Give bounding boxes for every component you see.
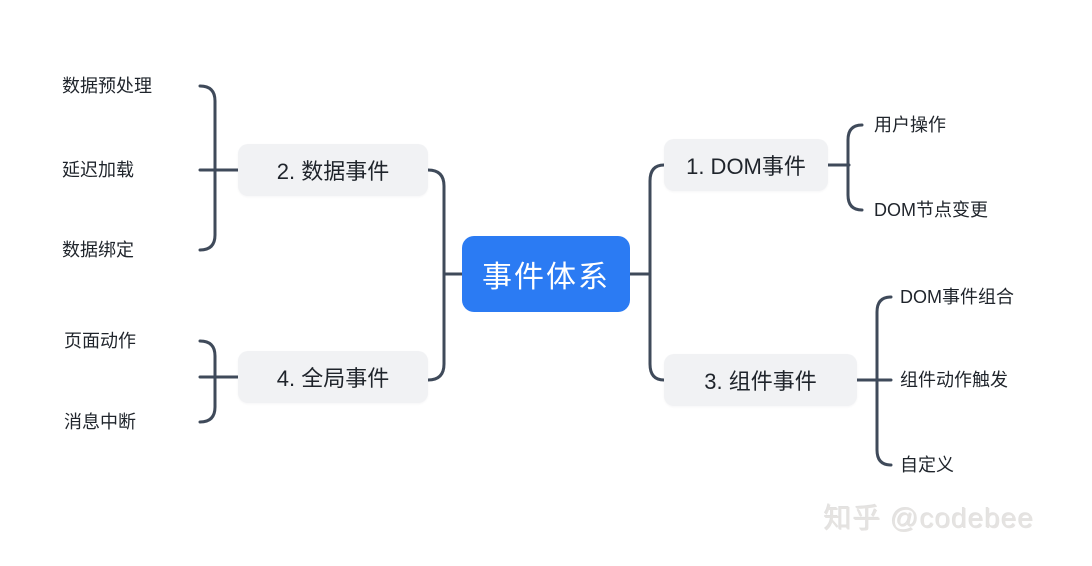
leaf-component-action-trigger[interactable]: 组件动作触发: [900, 370, 1008, 390]
leaf-lazy-load[interactable]: 延迟加载: [62, 160, 134, 180]
leaf-page-action[interactable]: 页面动作: [64, 331, 136, 351]
bracket-global-children: [198, 339, 217, 424]
bracket-root-left: [426, 168, 446, 382]
leaf-custom-event[interactable]: 自定义: [900, 455, 954, 475]
branch-node-data-events[interactable]: 2. 数据事件: [238, 144, 428, 196]
leaf-data-binding[interactable]: 数据绑定: [62, 240, 134, 260]
root-node-event-system[interactable]: 事件体系: [462, 236, 630, 312]
leaf-dom-node-change[interactable]: DOM节点变更: [874, 200, 988, 220]
bracket-dom-children: [846, 123, 864, 212]
leaf-data-preprocess[interactable]: 数据预处理: [62, 76, 152, 96]
branch-node-global-events[interactable]: 4. 全局事件: [238, 351, 428, 403]
zhihu-watermark: 知乎 @codebee: [824, 503, 1035, 534]
bracket-component-children: [875, 295, 893, 467]
leaf-dom-event-combination[interactable]: DOM事件组合: [900, 287, 1014, 307]
bracket-root-right: [648, 163, 666, 382]
leaf-message-interrupt[interactable]: 消息中断: [64, 412, 136, 432]
branch-node-dom-events[interactable]: 1. DOM事件: [664, 139, 828, 191]
bracket-data-children: [198, 84, 217, 252]
leaf-user-action[interactable]: 用户操作: [874, 115, 946, 135]
branch-node-component-events[interactable]: 3. 组件事件: [664, 354, 857, 406]
